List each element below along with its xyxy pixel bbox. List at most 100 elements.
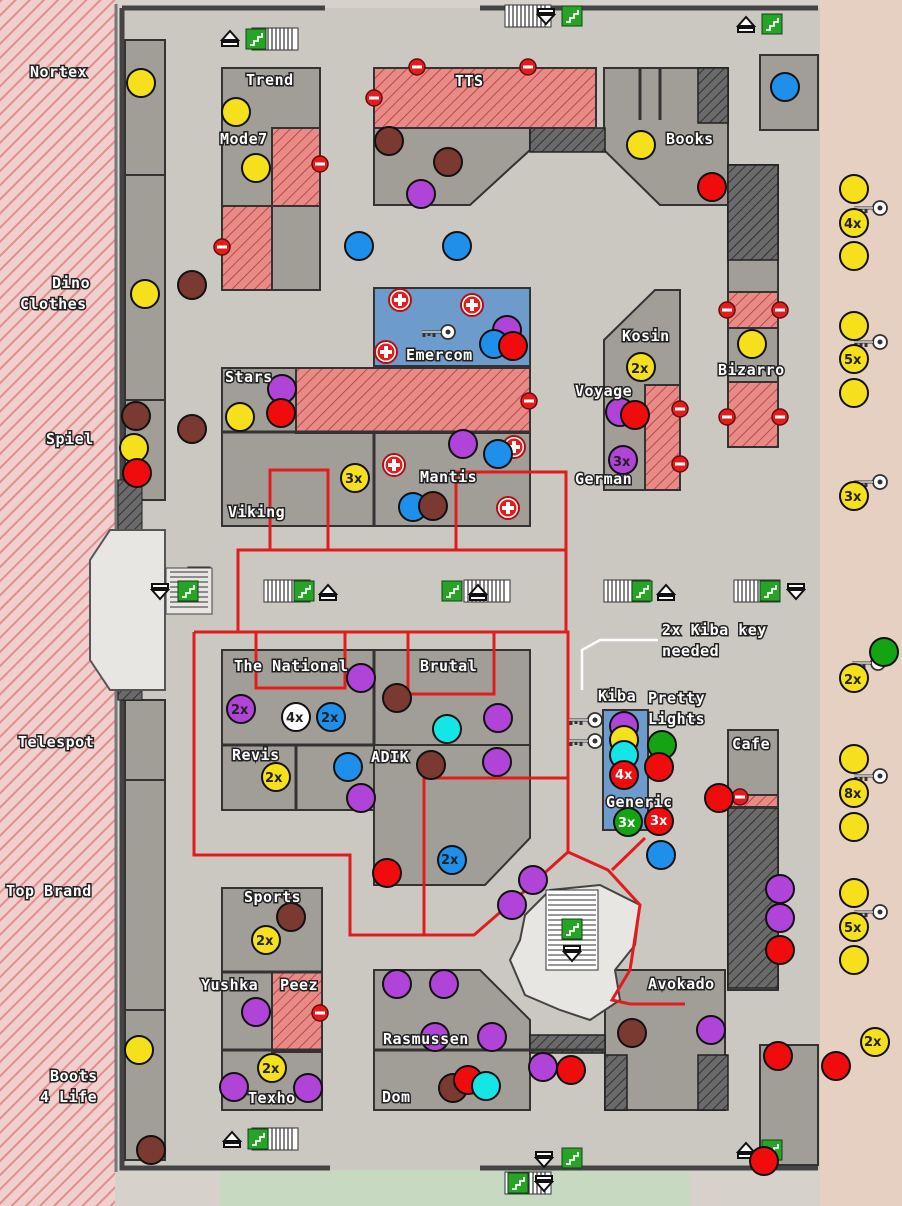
mult-right-bottom-2x: 2x	[864, 1035, 882, 1050]
loot-circle-yellow	[124, 1035, 154, 1065]
loot-circle-red	[697, 172, 727, 202]
multiplier-labels: 2x 3x 3x 2x 4x 2x 2x 2x 4x 3x 3x 2x 2x 4…	[231, 217, 882, 1077]
loot-circle-purple	[346, 663, 376, 693]
loot-circle-brown	[136, 1135, 166, 1165]
loot-circle-red	[749, 1146, 779, 1176]
loot-circle-yellow	[839, 174, 869, 204]
loot-circle-yellow	[839, 663, 869, 693]
loot-circle-blue	[316, 702, 346, 732]
loot-circle-purple	[608, 445, 638, 475]
label-stars: Stars	[225, 368, 273, 386]
loot-circle-blue	[646, 840, 676, 870]
mult-right-4x: 4x	[844, 217, 862, 232]
label-mantis: Mantis	[420, 468, 477, 486]
loot-circle-purple	[420, 1022, 450, 1052]
loot-circle-yellow	[257, 1053, 287, 1083]
loot-circle-purple	[497, 890, 527, 920]
kiba-callout-line	[580, 638, 658, 690]
mult-generic-red: 3x	[650, 814, 668, 829]
label-cafe: Cafe	[732, 735, 770, 753]
loot-circle-purple	[241, 997, 271, 1027]
loot-circle-brown	[121, 401, 151, 431]
loot-circle-red	[644, 752, 674, 782]
label-viking: Viking	[228, 503, 285, 521]
loot-circle-red	[765, 935, 795, 965]
west-entrance	[89, 529, 166, 691]
label-telespot: Telespot	[18, 733, 94, 751]
loot-circle-red	[122, 458, 152, 488]
mult-right-3x: 3x	[844, 490, 862, 505]
label-dino: Dino	[52, 274, 90, 292]
loot-circle-purple	[448, 429, 478, 459]
mult-viking: 3x	[345, 472, 363, 487]
loot-circle-yellow	[839, 241, 869, 271]
label-voyage: Voyage	[575, 382, 632, 400]
loot-circle-red	[266, 398, 296, 428]
label-pretty: Pretty	[648, 689, 705, 707]
label-4-life: 4 Life	[40, 1088, 97, 1106]
outside-bottom	[220, 1170, 690, 1206]
loot-circle-yellow	[839, 208, 869, 238]
loot-circle-red	[763, 1041, 793, 1071]
label-rasmussen: Rasmussen	[383, 1030, 469, 1048]
mult-sports: 2x	[256, 934, 274, 949]
label-bizarro: Bizarro	[718, 361, 785, 379]
loot-circle-yellow	[130, 279, 160, 309]
loot-circle-red	[821, 1051, 851, 1081]
loot-circle-purple	[518, 865, 548, 895]
loot-circle-purple	[226, 694, 256, 724]
loot-circle-brown	[382, 683, 412, 713]
mult-kiba-red: 4x	[615, 768, 633, 783]
loot-circles	[119, 68, 899, 1176]
loot-circle-yellow	[221, 97, 251, 127]
label-yushka: Yushka	[201, 976, 258, 994]
loot-circle-blue	[333, 752, 363, 782]
loot-circle-purple	[406, 179, 436, 209]
label-texho: Texho	[248, 1089, 296, 1107]
loot-circle-yellow	[251, 925, 281, 955]
loot-circle-yellow	[261, 762, 291, 792]
adik-block	[373, 744, 531, 886]
mult-generic-green: 3x	[618, 816, 636, 831]
loot-circle-brown	[617, 1018, 647, 1048]
loot-circle-yellow	[340, 463, 370, 493]
loot-circle-purple	[482, 747, 512, 777]
tts-store	[373, 67, 597, 129]
loot-circle-brown	[177, 270, 207, 300]
loot-circle-red	[372, 858, 402, 888]
loot-circle-cyan	[471, 1071, 501, 1101]
loot-circle-yellow	[839, 812, 869, 842]
voyage-store	[644, 384, 681, 491]
label-adik: ADIK	[371, 748, 409, 766]
mult-national-white: 4x	[286, 711, 304, 726]
loot-circle-brown	[374, 126, 404, 156]
loot-circle-purple	[219, 1072, 249, 1102]
label-kiba: Kiba	[598, 687, 636, 705]
loot-circle-cyan	[432, 714, 462, 744]
mult-national-blue: 2x	[321, 711, 339, 726]
loot-circle-yellow	[839, 878, 869, 908]
loot-circle-yellow	[839, 344, 869, 374]
mult-kosin: 2x	[631, 362, 649, 377]
loot-circle-yellow	[839, 311, 869, 341]
loot-circle-yellow	[225, 402, 255, 432]
loot-circle-yellow	[839, 744, 869, 774]
label-mode7: Mode7	[220, 130, 268, 148]
loot-circle-purple	[429, 969, 459, 999]
loot-circle-yellow	[119, 433, 149, 463]
mult-right-2x: 2x	[844, 673, 862, 688]
label-avokado: Avokado	[648, 975, 715, 993]
loot-circle-brown	[418, 491, 448, 521]
loot-circle-green	[613, 807, 643, 837]
loot-circle-purple	[346, 783, 376, 813]
loot-circle-yellow	[839, 912, 869, 942]
label-sports: Sports	[244, 888, 301, 906]
mult-german: 3x	[613, 455, 631, 470]
loot-circle-purple	[528, 1052, 558, 1082]
loot-circle-green	[869, 637, 899, 667]
label-generic: Generic	[606, 793, 673, 811]
loot-circle-red	[620, 400, 650, 430]
label-tts: TTS	[455, 72, 484, 90]
label-brutal: Brutal	[420, 657, 477, 675]
